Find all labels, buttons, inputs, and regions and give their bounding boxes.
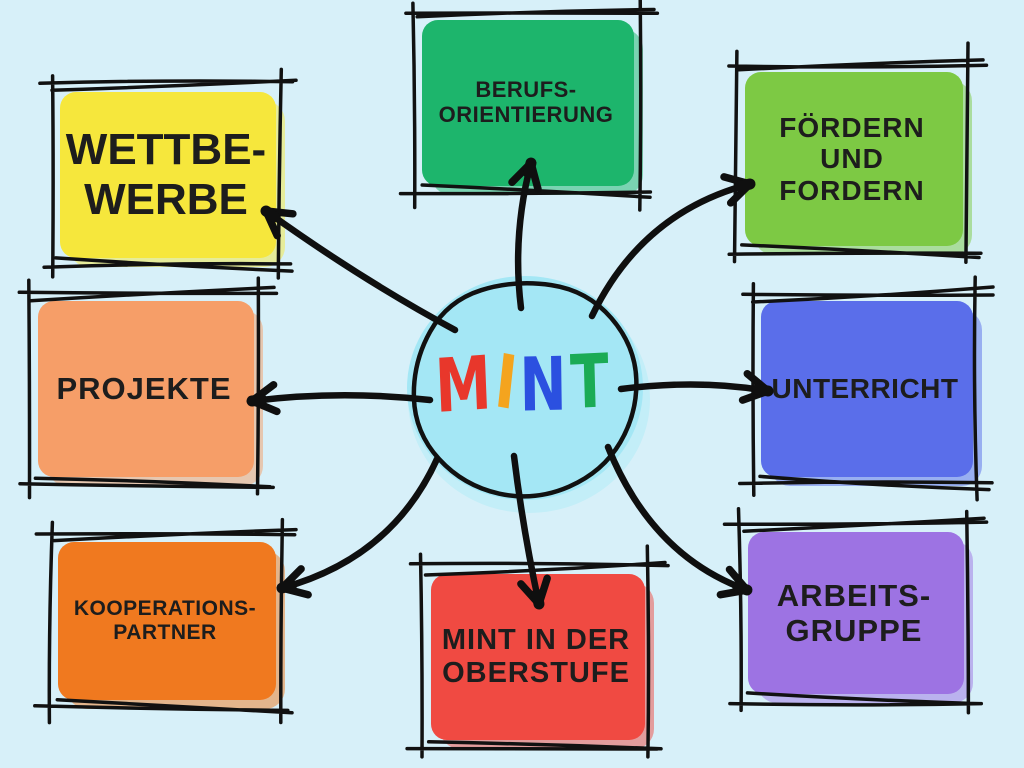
mint-letter-m: M: [433, 340, 497, 430]
connector-arrow-projekte: [246, 381, 434, 416]
node-berufsorientierung: BERUFS- ORIENTIERUNG: [414, 12, 643, 195]
mint-letter-t: T: [569, 338, 614, 426]
center-topic-mint: M I N T: [433, 338, 614, 430]
node-arbeitsgruppe: ARBEITS- GRUPPE: [740, 524, 973, 703]
node-label: FÖRDERN UND FORDERN: [779, 111, 925, 206]
node-label: WETTBE- WERBE: [65, 125, 267, 224]
node-label: UNTERRICHT: [771, 373, 959, 405]
node-label: BERUFS- ORIENTIERUNG: [438, 77, 614, 127]
node-mint-in-der-oberstufe: MINT IN DER OBERSTUFE: [423, 566, 654, 749]
node-wettbewerbe: WETTBE- WERBE: [52, 84, 285, 267]
node-label: ARBEITS- GRUPPE: [776, 577, 932, 648]
node-label: MINT IN DER OBERSTUFE: [441, 624, 631, 689]
node-unterricht: UNTERRICHT: [753, 293, 982, 486]
node-label: PROJEKTE: [56, 371, 232, 407]
connector-arrow-kooperationspartner: [276, 455, 441, 599]
node-foerdern-und-fordern: FÖRDERN UND FORDERN: [737, 64, 972, 255]
connector-arrow-wettbewerbe: [260, 205, 459, 334]
node-kooperationspartner: KOOPERATIONS- PARTNER: [50, 534, 285, 709]
node-label: KOOPERATIONS- PARTNER: [73, 597, 257, 644]
mint-letter-n: N: [519, 341, 572, 429]
connector-arrow-unterricht: [617, 369, 774, 404]
connector-arrow-foerdern-und-fordern: [588, 173, 756, 320]
node-projekte: PROJEKTE: [30, 293, 263, 486]
